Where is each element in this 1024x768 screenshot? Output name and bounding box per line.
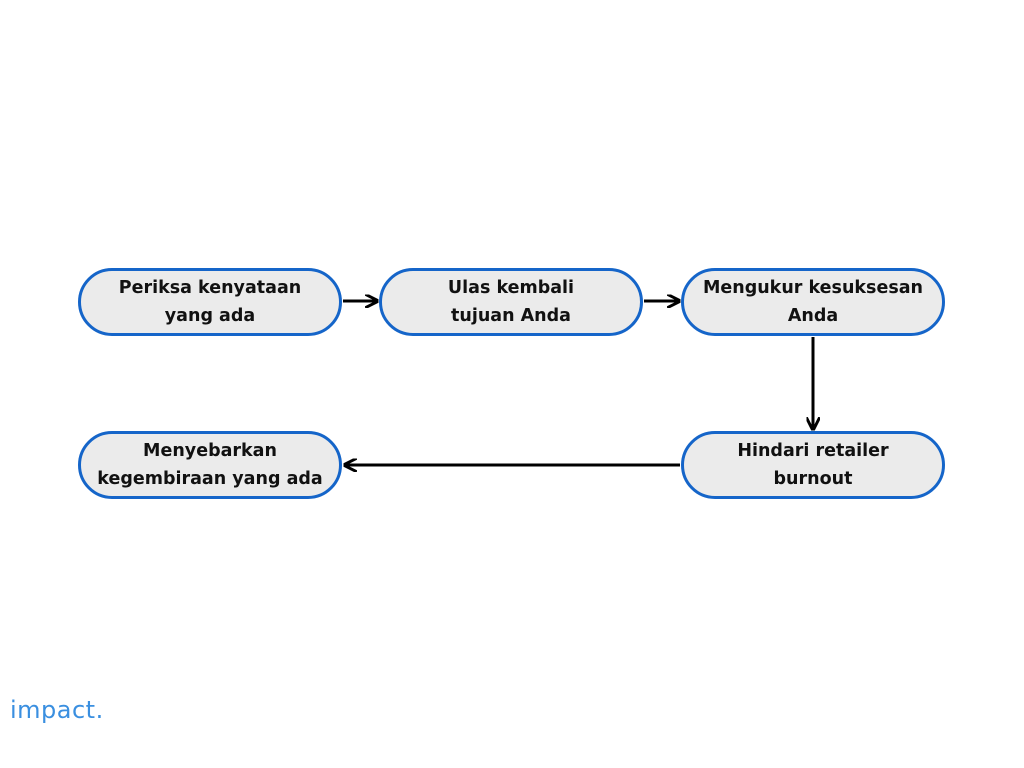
node-ulas-kembali-tujuan: Ulas kembali tujuan Anda <box>379 268 643 336</box>
node-label: Menyebarkan kegembiraan yang ada <box>97 441 323 489</box>
node-mengukur-kesuksesan: Mengukur kesuksesan Anda <box>681 268 945 336</box>
node-label: Periksa kenyataan yang ada <box>118 278 302 326</box>
node-label: Hindari retailer burnout <box>737 441 889 489</box>
node-periksa-kenyataan: Periksa kenyataan yang ada <box>78 268 342 336</box>
node-hindari-retailer-burnout: Hindari retailer burnout <box>681 431 945 499</box>
impact-logo: impact. <box>10 696 104 724</box>
node-label: Ulas kembali tujuan Anda <box>447 278 575 326</box>
node-menyebarkan-kegembiraan: Menyebarkan kegembiraan yang ada <box>78 431 342 499</box>
node-label: Mengukur kesuksesan Anda <box>702 278 924 326</box>
